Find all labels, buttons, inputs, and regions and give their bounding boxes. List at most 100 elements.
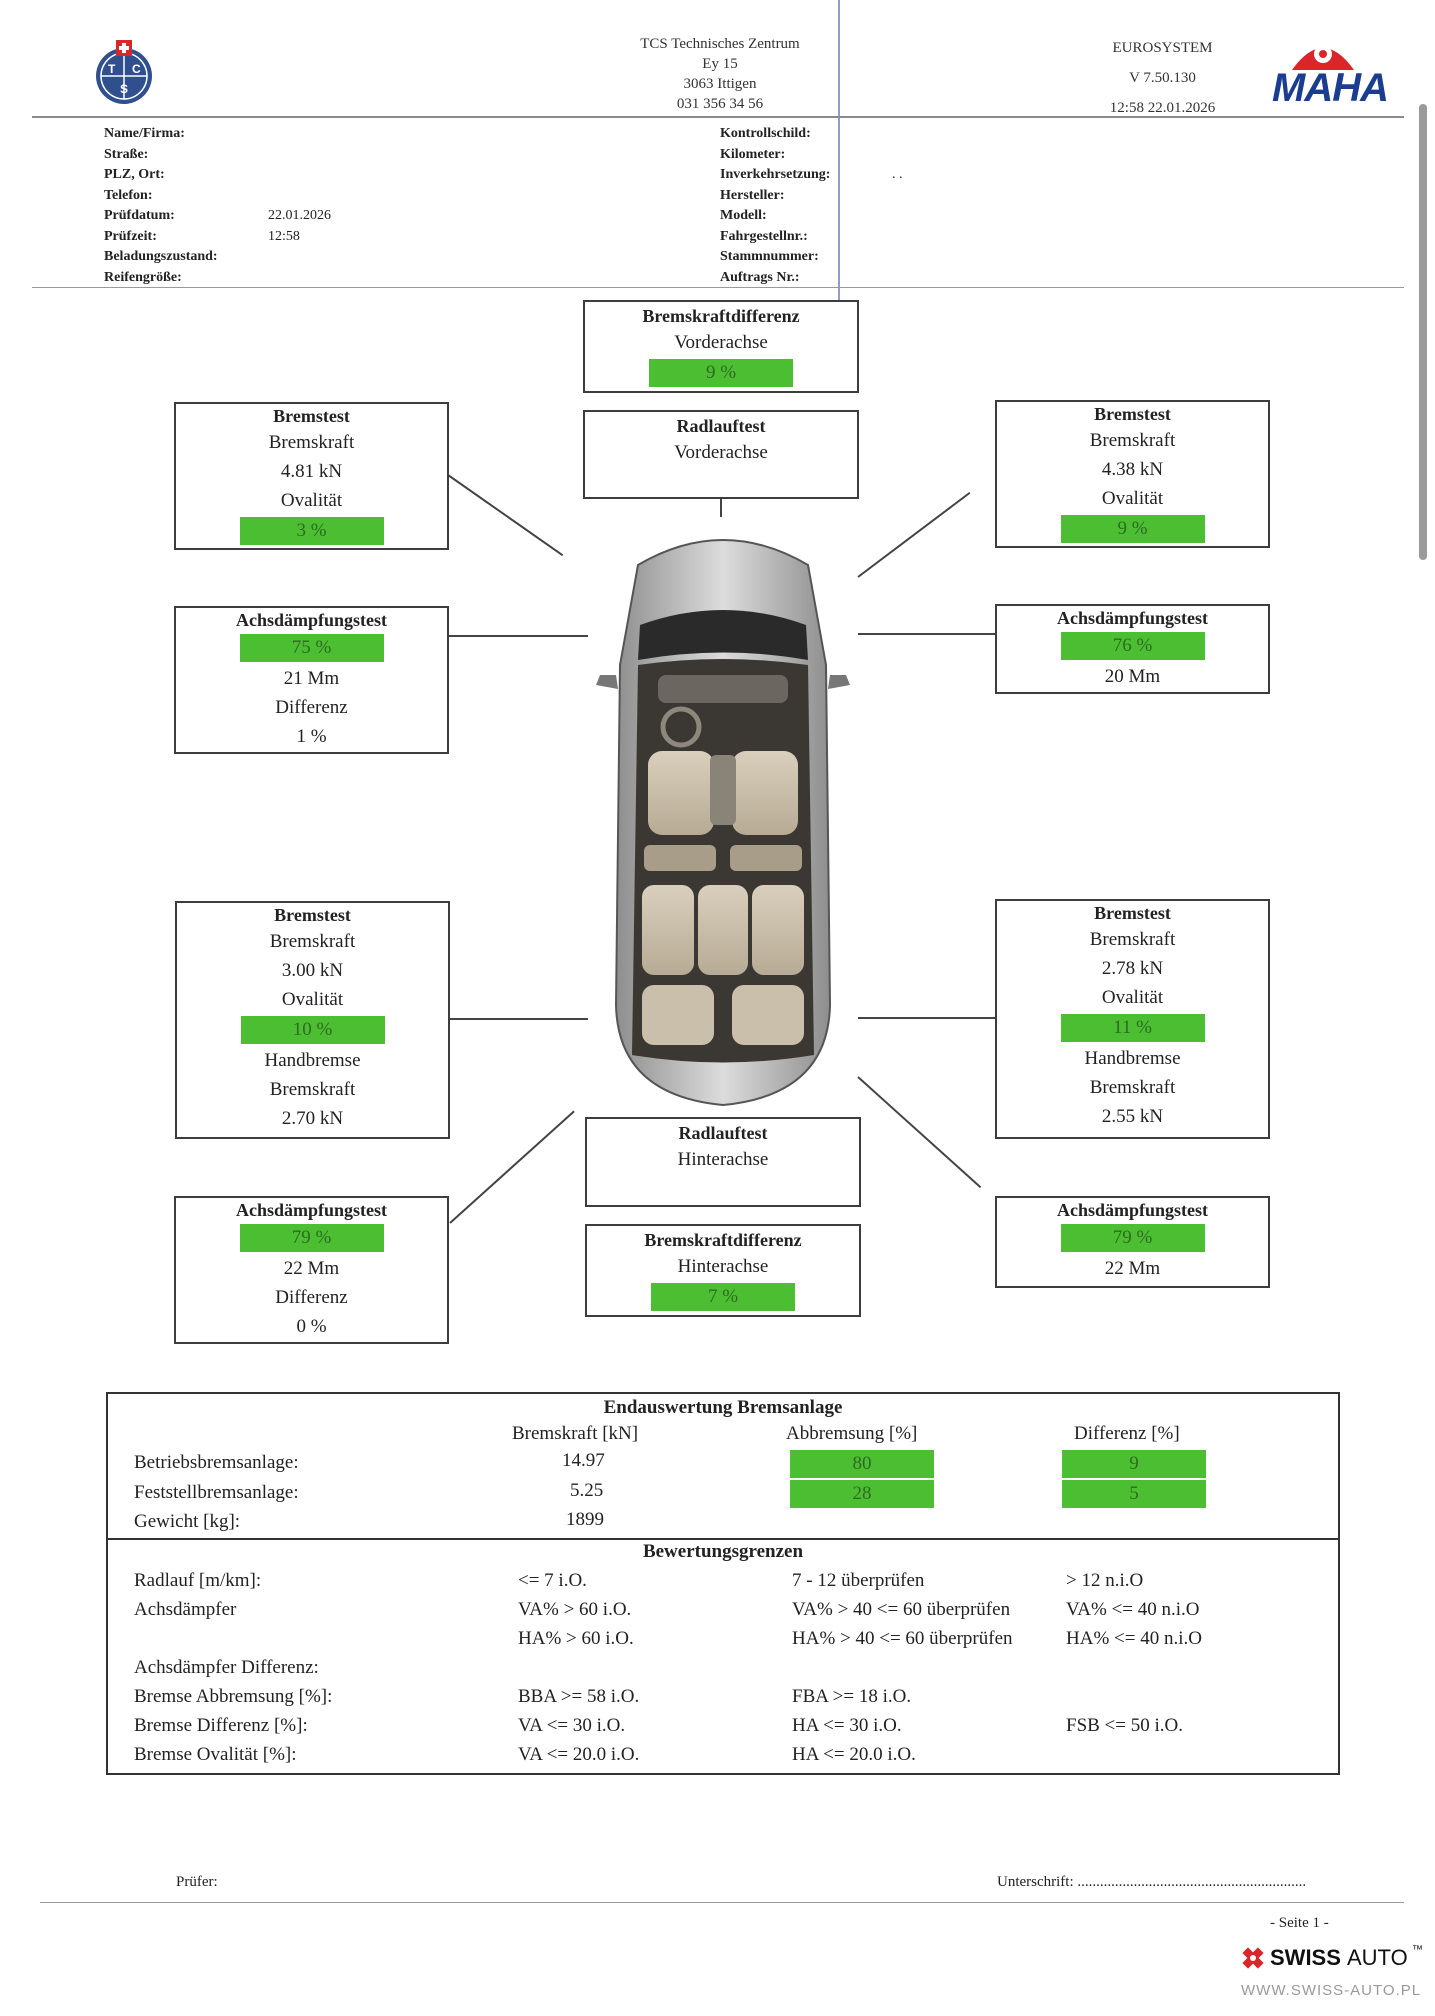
front-wheel-title: Radlauftest xyxy=(585,414,857,438)
limit-wheel-fail: > 12 n.i.O xyxy=(1066,1569,1143,1593)
rear-left-brake-box: Bremstest Bremskraft 3.00 kN Ovalität 10… xyxy=(175,901,450,1139)
rear-brake-difference-box: Bremskraftdifferenz Hinterachse 7 % xyxy=(585,1224,861,1317)
rr-brake-title: Bremstest xyxy=(997,901,1268,925)
rear-diff-axle: Hinterachse xyxy=(587,1252,859,1281)
info-row-maker: Hersteller: xyxy=(720,186,1120,207)
customer-info: Name/Firma: Straße: PLZ, Ort: Telefon: P… xyxy=(104,124,604,288)
limit-wheel-label: Radlauf [m/km]: xyxy=(134,1569,261,1593)
front-wheel-axle: Vorderachse xyxy=(585,438,857,467)
info-row-name: Name/Firma: xyxy=(104,124,604,145)
connector-fl-brake xyxy=(447,474,563,556)
final-evaluation-table: Endauswertung Bremsanlage Bremskraft [kN… xyxy=(106,1392,1340,1775)
limit-diff-va: VA <= 30 i.O. xyxy=(518,1714,625,1738)
fr-oval-label: Ovalität xyxy=(997,484,1268,513)
car-top-view-icon xyxy=(578,525,868,1110)
rear-left-damping-box: Achsdämpfungstest 79 % 22 Mm Differenz 0… xyxy=(174,1196,449,1344)
rr-force-value: 2.78 kN xyxy=(997,954,1268,983)
front-right-brake-box: Bremstest Bremskraft 4.38 kN Ovalität 9 … xyxy=(995,400,1270,548)
fr-force-label: Bremskraft xyxy=(997,426,1268,455)
fl-force-label: Bremskraft xyxy=(176,428,447,457)
row-weight-value: 1899 xyxy=(566,1508,604,1532)
rr-damp-title: Achsdämpfungstest xyxy=(997,1198,1268,1222)
final-title: Endauswertung Bremsanlage xyxy=(108,1396,1338,1420)
connector-front-wheel xyxy=(720,499,722,517)
rl-damp-percent: 79 % xyxy=(240,1224,384,1252)
row-service-force: 14.97 xyxy=(562,1449,605,1473)
limit-oval-va: VA <= 20.0 i.O. xyxy=(518,1743,639,1767)
limit-oval-label: Bremse Ovalität [%]: xyxy=(134,1743,297,1767)
fr-damp-title: Achsdämpfungstest xyxy=(997,606,1268,630)
rear-wheel-title: Radlauftest xyxy=(587,1121,859,1145)
front-right-damping-box: Achsdämpfungstest 76 % 20 Mm xyxy=(995,604,1270,694)
header-divider xyxy=(32,116,1404,118)
brand-url: WWW.SWISS-AUTO.PL xyxy=(1241,1982,1421,1999)
connector-rr-brake xyxy=(858,1017,998,1019)
info-row-stamm: Stammnummer: xyxy=(720,247,1120,268)
limit-diff-label: Bremse Differenz [%]: xyxy=(134,1714,308,1738)
pruefer-label: Prüfer: xyxy=(176,1874,218,1891)
brand-swiss: SWISS xyxy=(1270,1945,1341,1971)
rl-damp-diff-label: Differenz xyxy=(176,1283,447,1312)
front-diff-axle: Vorderachse xyxy=(585,328,857,357)
fl-damp-percent: 75 % xyxy=(240,634,384,662)
info-row-load: Beladungszustand: xyxy=(104,247,604,268)
rl-force-label: Bremskraft xyxy=(177,927,448,956)
car-top-view xyxy=(578,525,868,1110)
organization-address: TCS Technisches Zentrum Ey 15 3063 Ittig… xyxy=(560,34,880,114)
connector-rr-damp xyxy=(857,1076,981,1188)
limit-diff-fsb: FSB <= 50 i.O. xyxy=(1066,1714,1183,1738)
row-parking-decel: 28 xyxy=(790,1480,934,1508)
info-row-plate: Kontrollschild: xyxy=(720,124,1120,145)
fl-damp-title: Achsdämpfungstest xyxy=(176,608,447,632)
limit-damp-diff-label: Achsdämpfer Differenz: xyxy=(134,1656,319,1680)
rear-wheel-alignment-box: Radlauftest Hinterachse xyxy=(585,1117,861,1207)
fr-brake-title: Bremstest xyxy=(997,402,1268,426)
rr-hb-force-label: Bremskraft xyxy=(997,1073,1268,1102)
rr-oval-label: Ovalität xyxy=(997,983,1268,1012)
fl-damp-diff-label: Differenz xyxy=(176,693,447,722)
maha-logo: MAHA xyxy=(1268,30,1378,110)
rl-hb-force-value: 2.70 kN xyxy=(177,1104,448,1133)
front-brake-difference-box: Bremskraftdifferenz Vorderachse 9 % xyxy=(583,300,859,393)
scrollbar-thumb[interactable] xyxy=(1419,104,1427,560)
rr-force-label: Bremskraft xyxy=(997,925,1268,954)
brand-auto: AUTO xyxy=(1347,1945,1408,1971)
limit-damp-ha-ok: HA% > 60 i.O. xyxy=(518,1627,634,1651)
fl-damp-mm: 21 Mm xyxy=(176,664,447,693)
info-row-order: Auftrags Nr.: xyxy=(720,268,1120,289)
fl-force-value: 4.81 kN xyxy=(176,457,447,486)
limits-title: Bewertungsgrenzen xyxy=(108,1540,1338,1564)
rear-right-damping-box: Achsdämpfungstest 79 % 22 Mm xyxy=(995,1196,1270,1288)
page-number: - Seite 1 - xyxy=(1270,1915,1329,1932)
fl-oval-label: Ovalität xyxy=(176,486,447,515)
rr-oval-value: 11 % xyxy=(1061,1014,1205,1042)
info-row-model: Modell: xyxy=(720,206,1120,227)
footer-divider xyxy=(40,1902,1404,1903)
rl-oval-value: 10 % xyxy=(241,1016,385,1044)
org-name: TCS Technisches Zentrum xyxy=(560,34,880,54)
limit-oval-ha: HA <= 20.0 i.O. xyxy=(792,1743,916,1767)
limit-decel-bba: BBA >= 58 i.O. xyxy=(518,1685,639,1709)
limit-wheel-ok: <= 7 i.O. xyxy=(518,1569,587,1593)
rr-damp-mm: 22 Mm xyxy=(997,1254,1268,1283)
rl-handbrake-label: Handbremse xyxy=(177,1046,448,1075)
signature-line: Unterschrift: ..........................… xyxy=(997,1874,1306,1891)
fr-damp-percent: 76 % xyxy=(1061,632,1205,660)
info-row-registration: Inverkehrsetzung:. . xyxy=(720,165,1120,186)
tcs-logo: T C S xyxy=(92,38,156,106)
limit-decel-fba: FBA >= 18 i.O. xyxy=(792,1685,911,1709)
front-left-damping-box: Achsdämpfungstest 75 % 21 Mm Differenz 1… xyxy=(174,606,449,754)
rl-brake-title: Bremstest xyxy=(177,903,448,927)
rl-hb-force-label: Bremskraft xyxy=(177,1075,448,1104)
rl-oval-label: Ovalität xyxy=(177,985,448,1014)
rl-force-value: 3.00 kN xyxy=(177,956,448,985)
fl-brake-title: Bremstest xyxy=(176,404,447,428)
connector-fr-damp xyxy=(858,633,998,635)
vehicle-info: Kontrollschild: Kilometer: Inverkehrsetz… xyxy=(720,124,1120,288)
front-wheel-alignment-box: Radlauftest Vorderachse xyxy=(583,410,859,499)
rr-hb-force-value: 2.55 kN xyxy=(997,1102,1268,1131)
fr-damp-mm: 20 Mm xyxy=(997,662,1268,691)
front-left-brake-box: Bremstest Bremskraft 4.81 kN Ovalität 3 … xyxy=(174,402,449,550)
row-service-label: Betriebsbremsanlage: xyxy=(134,1451,299,1475)
limit-diff-ha: HA <= 30 i.O. xyxy=(792,1714,902,1738)
